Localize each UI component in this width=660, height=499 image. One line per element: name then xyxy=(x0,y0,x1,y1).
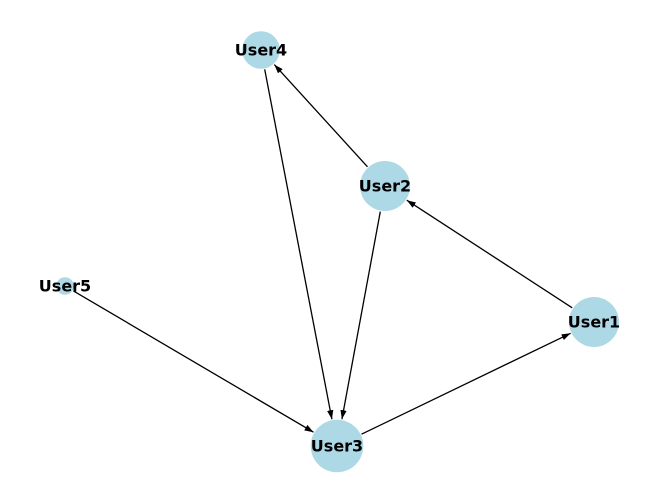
node-label-user2: User2 xyxy=(359,177,411,196)
node-user2 xyxy=(360,161,410,211)
node-user5 xyxy=(56,277,74,295)
edge-user2-to-user4 xyxy=(273,64,368,168)
node-label-user4: User4 xyxy=(235,41,287,60)
edge-user1-to-user2 xyxy=(406,199,573,309)
edge-user2-to-user3 xyxy=(340,211,381,420)
node-user4 xyxy=(242,31,280,69)
node-label-user3: User3 xyxy=(311,437,363,456)
node-user1 xyxy=(569,297,619,347)
node-label-user5: User5 xyxy=(39,277,91,296)
edge-user4-to-user3 xyxy=(264,69,334,420)
edge-user3-to-user1 xyxy=(361,332,571,435)
edges-layer xyxy=(73,64,573,435)
edge-user5-to-user3 xyxy=(73,290,314,433)
nodes-layer xyxy=(56,31,619,473)
node-user3 xyxy=(310,419,364,473)
node-label-user1: User1 xyxy=(568,313,620,332)
